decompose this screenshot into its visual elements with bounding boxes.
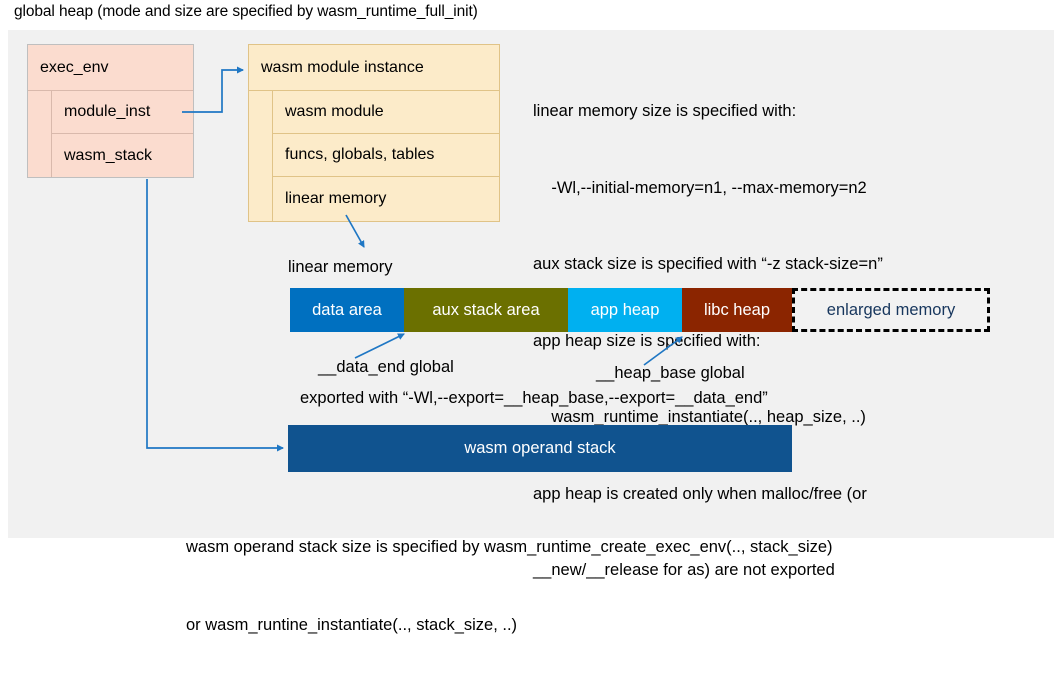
note-line: linear memory size is specified with: (533, 102, 797, 120)
linear-memory-label: linear memory (288, 258, 393, 276)
memory-segment-app-heap: app heap (568, 288, 682, 332)
note-line: wasm_runtime_instantiate(.., heap_size, … (533, 408, 866, 426)
exec-env-box: exec_env module_inst wasm_stack (27, 44, 194, 178)
module-instance-title: wasm module instance (249, 45, 499, 91)
memory-config-notes: linear memory size is specified with: -W… (533, 48, 1043, 635)
module-instance-field-linear-memory: linear memory (285, 189, 387, 207)
exec-env-gutter (28, 91, 52, 177)
wasm-operand-stack-box: wasm operand stack (288, 425, 792, 472)
note-line: aux stack size is specified with “-z sta… (533, 255, 883, 273)
diagram-canvas: global heap (mode and size are specified… (8, 3, 1054, 634)
operand-stack-notes: wasm operand stack size is specified by … (186, 482, 833, 690)
note-line: -Wl,--initial-memory=n1, --max-memory=n2 (533, 178, 867, 197)
bottom-note-line: or wasm_runtine_instantiate(.., stack_si… (186, 616, 518, 634)
callout-heap-base-global: __heap_base global (596, 364, 745, 382)
memory-segment-data-area: data area (290, 288, 404, 332)
memory-segment-aux-stack-area: aux stack area (404, 288, 568, 332)
memory-segment-libc-heap: libc heap (682, 288, 792, 332)
callout-data-end-global: __data_end global (318, 358, 454, 376)
module-instance-field-wasm-module: wasm module (273, 91, 499, 134)
note-line: app heap size is specified with: (533, 331, 761, 350)
module-instance-gutter (249, 91, 273, 221)
wasm-module-instance-box: wasm module instance wasm module funcs, … (248, 44, 500, 222)
page-title: global heap (mode and size are specified… (14, 3, 478, 20)
note-line: app heap is created only when malloc/fre… (533, 484, 867, 503)
callout-exported-with: exported with “-Wl,--export=__heap_base,… (300, 389, 768, 407)
exec-env-field-module-inst: module_inst (52, 91, 193, 134)
exec-env-title: exec_env (28, 45, 193, 91)
exec-env-field-wasm-stack: wasm_stack (64, 146, 153, 164)
memory-segment-enlarged-memory: enlarged memory (792, 288, 990, 332)
module-instance-field-funcs-globals-tables: funcs, globals, tables (273, 134, 499, 177)
linear-memory-bar: data area aux stack area app heap libc h… (290, 288, 990, 332)
bottom-note-line: wasm operand stack size is specified by … (186, 538, 833, 556)
